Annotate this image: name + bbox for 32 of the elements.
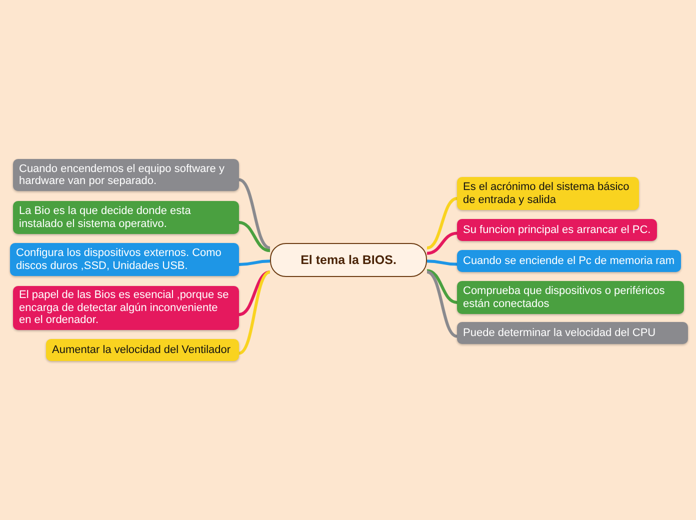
topic-box — [457, 219, 657, 241]
topic-text: Aumentar la velocidad del Ventilador — [52, 344, 231, 356]
branch-line — [426, 260, 458, 266]
branch-line — [426, 270, 458, 338]
topic-text: Comprueba que dispositivos o periféricos están conectados — [463, 285, 666, 310]
branch-line — [426, 197, 458, 250]
topic-text: La Bio es la que decide donde esta instalado el sistema operativo. — [19, 205, 192, 230]
branch-line — [426, 269, 458, 304]
topic-box — [457, 177, 639, 210]
topic-text: Cuando encendemos el equipo software y hardware van por separado. — [19, 162, 226, 188]
topic-box — [13, 159, 239, 191]
topic-box — [457, 250, 681, 272]
topic-text: Puede determinar la velocidad del CPU — [463, 326, 656, 340]
branch-line — [238, 220, 270, 252]
branch-line — [238, 270, 271, 355]
topic-text: El tema la BIOS. — [300, 254, 396, 266]
branch-line — [238, 178, 271, 250]
topic-text: El papel de las Bios es esencial ,porque se encarga de detectar algún inconveniente en el ordenador. — [19, 289, 230, 327]
topic-box — [46, 339, 239, 361]
branch-line — [238, 270, 270, 316]
topic-box — [13, 286, 239, 330]
topic-text: Su funcion principal es arrancar el PC. — [463, 224, 651, 236]
central-topic — [270, 243, 427, 277]
branch-line — [426, 232, 458, 255]
topic-text: Cuando se enciende el Pc de memoria ram — [463, 254, 675, 268]
topic-text: Configura los dispositivos externos. Como discos duros ,SSD, Unidades USB. — [16, 247, 222, 272]
topic-text: Es el acrónimo del sistema básico de entrada y salida — [463, 181, 630, 206]
topic-box — [457, 322, 688, 344]
topic-box — [457, 281, 684, 314]
topic-box — [10, 243, 239, 276]
branch-line — [238, 260, 270, 266]
topic-box — [13, 201, 239, 234]
